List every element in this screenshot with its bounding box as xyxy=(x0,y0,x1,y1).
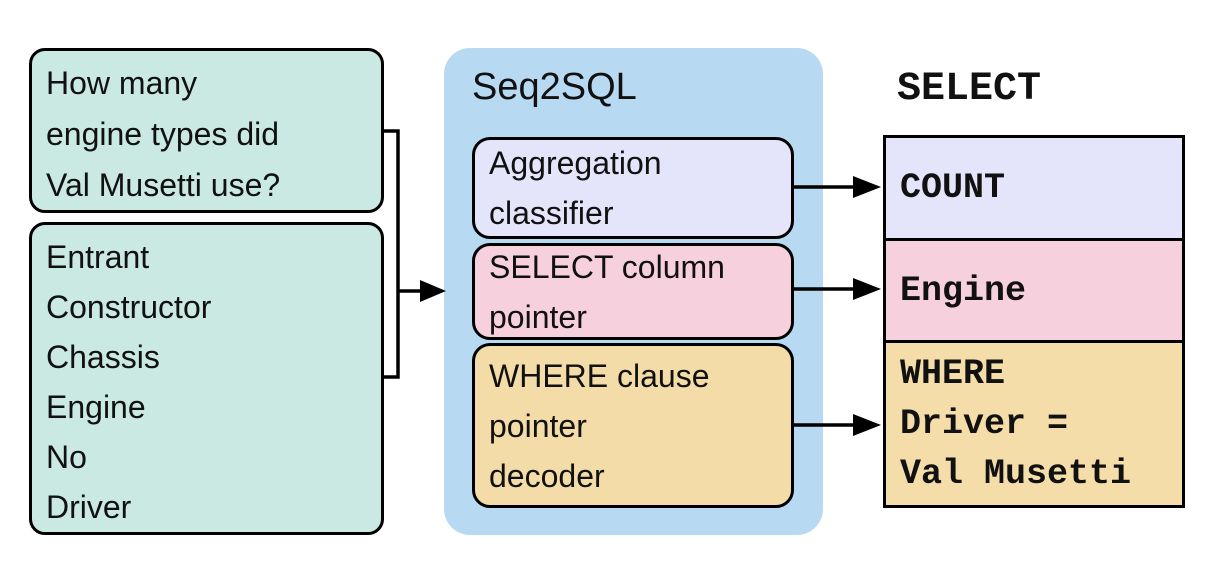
output-cell-engine: Engine xyxy=(886,238,1182,340)
input-arrow-head xyxy=(420,280,446,302)
natural-language-question-box: How many engine types did Val Musetti us… xyxy=(29,48,384,213)
output-cell-where-clause: WHERE Driver = Val Musetti xyxy=(886,340,1182,505)
arrow-select-to-engine-head xyxy=(853,278,881,300)
arrow-aggregation-to-count-head xyxy=(853,176,881,198)
query-output-box: COUNT Engine WHERE Driver = Val Musetti xyxy=(883,135,1185,508)
seq2sql-title: Seq2SQL xyxy=(472,66,637,108)
arrow-where-decoder-to-where-head xyxy=(853,414,881,436)
output-cell-count: COUNT xyxy=(886,138,1182,238)
input-bracket xyxy=(382,129,400,379)
seq2sql-container: Seq2SQL Aggregation classifier SELECT co… xyxy=(444,48,823,535)
select-query-header: SELECT xyxy=(897,67,1042,112)
table-columns-box: Entrant Constructor Chassis Engine No Dr… xyxy=(29,222,384,535)
where-clause-pointer-decoder-module: WHERE clause pointer decoder xyxy=(472,343,794,508)
select-column-pointer-module: SELECT column pointer xyxy=(472,243,794,340)
aggregation-classifier-module: Aggregation classifier xyxy=(472,137,794,239)
